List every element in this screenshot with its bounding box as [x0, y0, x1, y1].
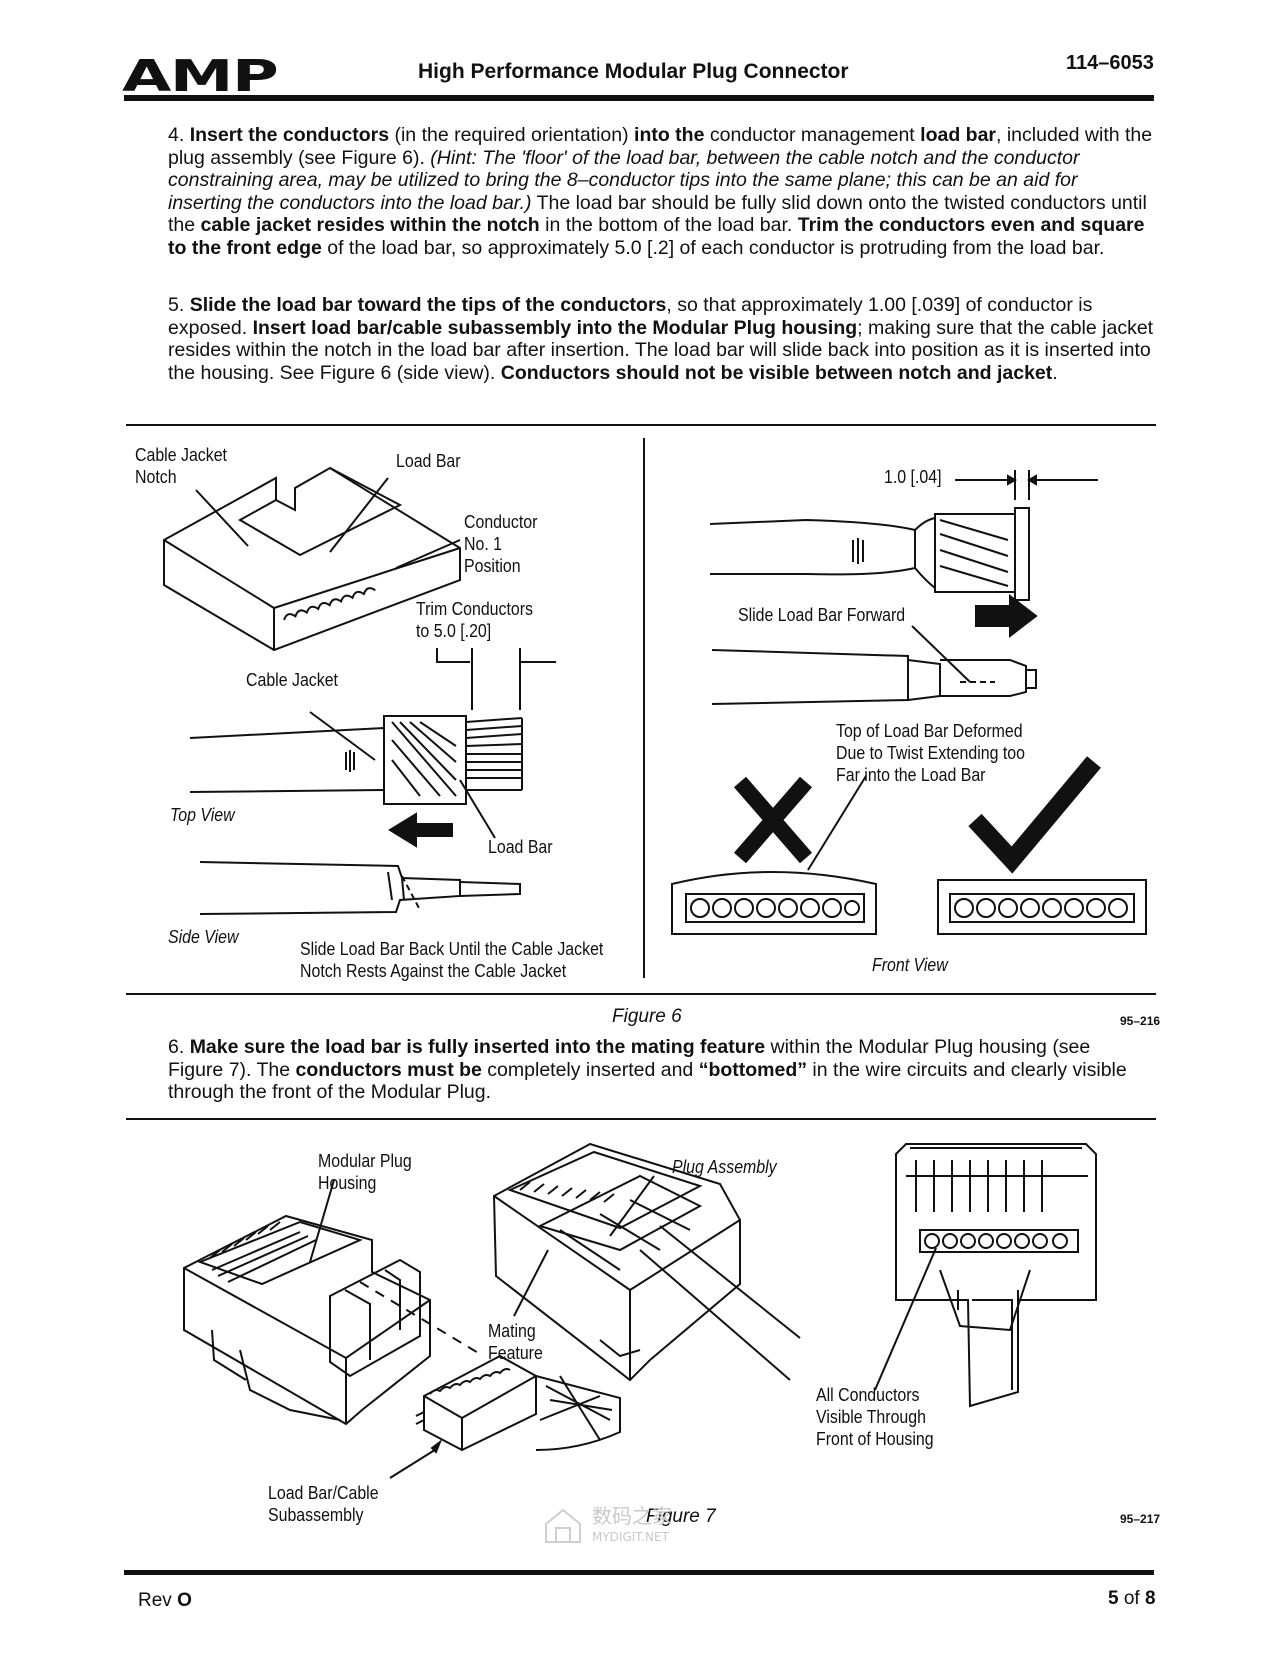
- label-load-bar: Load Bar: [396, 450, 461, 471]
- label-load-bar-2: Load Bar: [488, 836, 553, 857]
- figure-6-divider: [643, 438, 645, 978]
- figure-7-code: 95–217: [1120, 1512, 1161, 1526]
- footer-page-number: 5 of 8: [1108, 1588, 1156, 1609]
- watermark-house-icon: [545, 1508, 581, 1543]
- label-slide-back: Slide Load Bar Back Until the Cable Jack…: [300, 938, 604, 981]
- footer-rule: [124, 1570, 1154, 1575]
- figure-7-caption: Figure 7: [646, 1506, 716, 1527]
- label-front-view: Front View: [872, 954, 948, 975]
- figure-6-caption: Figure 6: [612, 1006, 682, 1027]
- figure-6-top-rule: [126, 424, 1156, 426]
- footer-revision: Rev O: [138, 1590, 192, 1611]
- header-title: High Performance Modular Plug Connector: [418, 60, 849, 83]
- label-cable-jacket: Cable Jacket: [246, 669, 338, 690]
- front-of-housing-drawing: [895, 1143, 1097, 1408]
- label-plug-assembly: Plug Assembly: [672, 1156, 777, 1177]
- label-slide-forward: Slide Load Bar Forward: [738, 604, 906, 625]
- figure-6-code: 95–216: [1120, 1014, 1161, 1028]
- document-number: 114–6053: [1066, 52, 1154, 74]
- figure-7-top-rule: [126, 1118, 1156, 1120]
- good-bar-conductors: [954, 898, 1128, 918]
- amp-logo: AMP: [122, 51, 279, 102]
- step-5-paragraph: 5. Slide the load bar toward the tips of…: [168, 294, 1154, 384]
- step-4-paragraph: 4. Insert the conductors (in the require…: [168, 124, 1153, 259]
- label-dimension: 1.0 [.04]: [884, 466, 942, 487]
- header-rule: [124, 95, 1154, 101]
- watermark: 数码之家 MYDIGIT.NET: [542, 1500, 732, 1552]
- plug-assembly-drawing: [492, 1142, 801, 1382]
- load-bar-cable-subassembly-drawing: [415, 1354, 621, 1452]
- deformed-bar-conductors: [690, 898, 860, 918]
- modular-plug-housing-drawing: [183, 1214, 481, 1426]
- figure-6-bottom-rule: [126, 993, 1156, 995]
- label-top-view: Top View: [170, 804, 235, 825]
- step-6-paragraph: 6. Make sure the load bar is fully inser…: [168, 1036, 1127, 1104]
- label-side-view: Side View: [168, 926, 239, 947]
